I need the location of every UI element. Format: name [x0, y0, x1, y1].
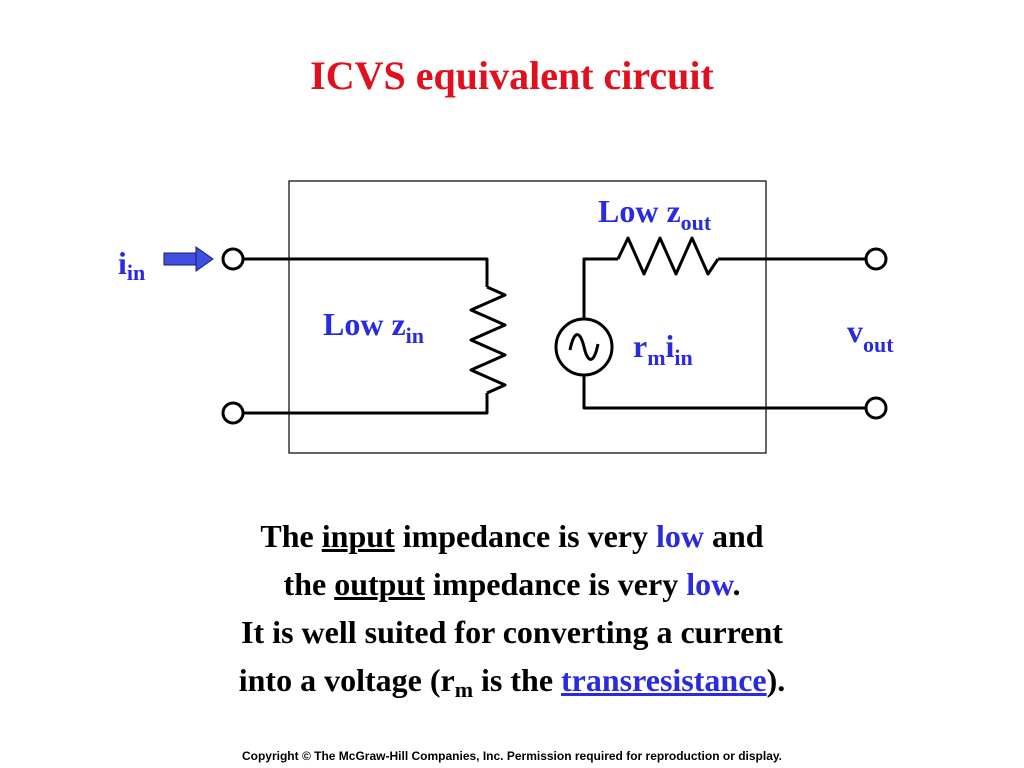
terminal-icon [221, 247, 245, 271]
source-label: rmiin [633, 328, 693, 370]
description-line-1: The input impedance is very low and [260, 518, 764, 554]
ac-source-icon [554, 317, 614, 377]
input-top-wire [243, 257, 489, 287]
output-bottom-wire [582, 376, 866, 410]
circuit-diagram: iin Low zin Low zout rmiin vout [118, 180, 894, 454]
input-current-label: iin [118, 245, 145, 285]
copyright-notice: Copyright © The McGraw-Hill Companies, I… [241, 749, 783, 763]
description-line-4: into a voltage (rm is the transresistanc… [238, 662, 786, 702]
description-line-3: It is well suited for converting a curre… [241, 614, 783, 650]
terminal-icon [864, 247, 888, 271]
resistor-icon [616, 236, 720, 276]
description-line-2: the output impedance is very low. [283, 566, 741, 602]
output-voltage-label: vout [847, 313, 894, 357]
input-bottom-wire [243, 393, 489, 415]
output-impedance-label: Low zout [598, 193, 712, 235]
input-arrow-icon [163, 246, 214, 272]
amplifier-box [288, 180, 767, 454]
page-title: ICVS equivalent circuit [310, 53, 714, 98]
terminal-icon [221, 401, 245, 425]
source-top-wire [582, 257, 618, 318]
input-impedance-label: Low zin [323, 306, 424, 348]
resistor-icon [469, 285, 507, 395]
terminal-icon [864, 396, 888, 420]
transresistance-link[interactable]: transresistance [561, 662, 767, 698]
description: The input impedance is very low and the … [0, 512, 1024, 714]
